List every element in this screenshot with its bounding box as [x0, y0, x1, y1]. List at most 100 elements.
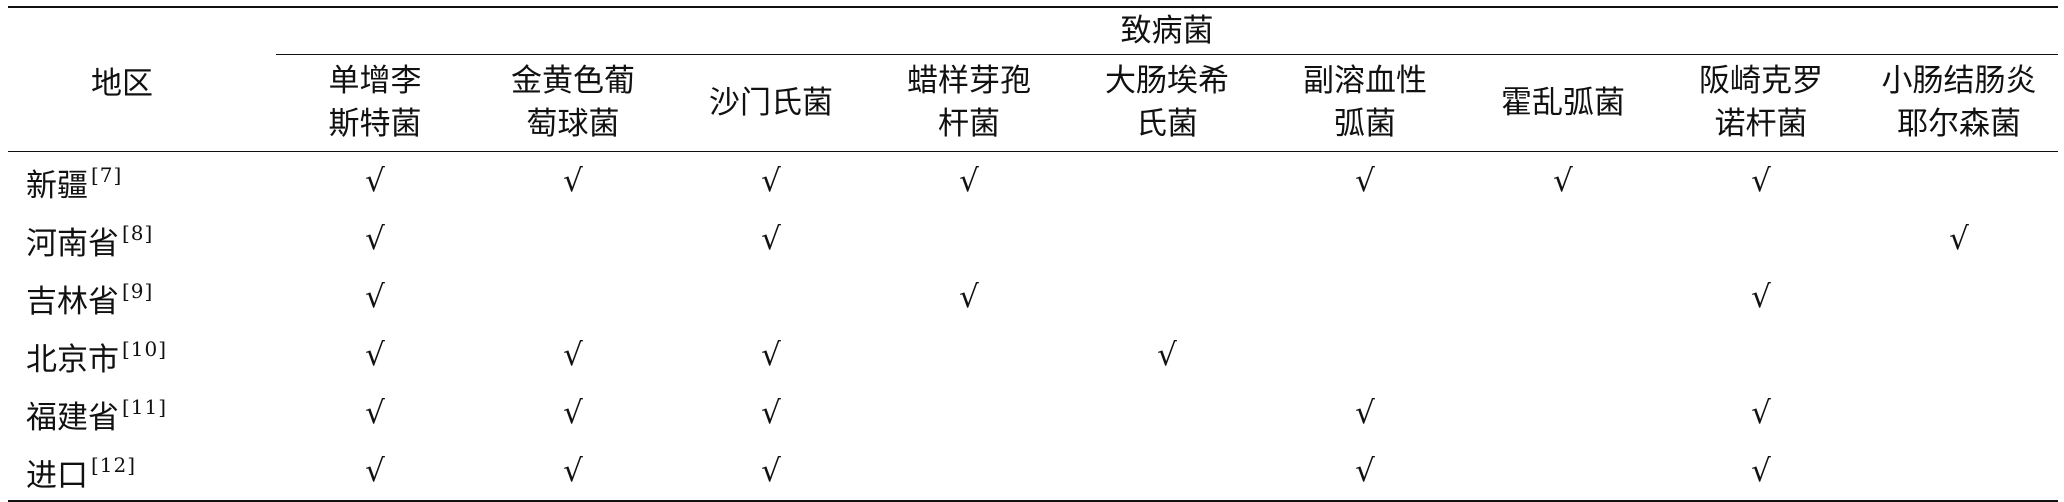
check-cell: [1464, 326, 1662, 384]
check-cell: √: [1860, 210, 2058, 268]
check-cell: [1860, 268, 2058, 326]
check-mark: √: [563, 394, 583, 431]
reference-superscript: [10]: [122, 337, 168, 361]
check-cell: [1860, 384, 2058, 442]
reference-superscript: [7]: [91, 163, 123, 187]
column-header-line: 阪崎克罗: [1699, 63, 1823, 99]
check-mark: √: [365, 394, 385, 431]
check-cell: [1068, 384, 1266, 442]
check-mark: √: [761, 394, 781, 431]
check-mark: √: [563, 162, 583, 199]
check-cell: √: [1662, 152, 1860, 211]
table-row: 北京市[10]√√√√: [8, 326, 2058, 384]
check-cell: √: [672, 384, 870, 442]
check-mark: √: [1751, 452, 1771, 489]
check-cell: [870, 442, 1068, 502]
check-cell: √: [672, 152, 870, 211]
column-header-line: 氏菌: [1136, 106, 1198, 142]
check-cell: [1860, 326, 2058, 384]
check-cell: [1266, 326, 1464, 384]
region-name: 河南省: [26, 226, 119, 262]
column-header-line: 杆菌: [938, 106, 1000, 142]
region-name: 进口: [26, 458, 88, 494]
check-cell: [1464, 384, 1662, 442]
column-header-line: 蜡样芽孢: [907, 63, 1031, 99]
check-cell: [1464, 442, 1662, 502]
check-cell: √: [1662, 384, 1860, 442]
check-cell: [1068, 442, 1266, 502]
region-name: 新疆: [26, 168, 88, 204]
check-cell: √: [672, 326, 870, 384]
header-row-columns: 单增李斯特菌金黄色葡萄球菌沙门氏菌蜡样芽孢杆菌大肠埃希氏菌副溶血性弧菌霍乱弧菌阪…: [8, 54, 2059, 152]
column-header-line: 弧菌: [1334, 106, 1396, 142]
column-header: 金黄色葡萄球菌: [474, 54, 672, 152]
check-mark: √: [761, 336, 781, 373]
region-cell: 吉林省[9]: [8, 268, 276, 326]
check-cell: √: [276, 268, 474, 326]
check-mark: √: [365, 162, 385, 199]
check-cell: √: [474, 152, 672, 211]
check-mark: √: [365, 278, 385, 315]
region-name: 福建省: [26, 400, 119, 436]
check-cell: √: [1662, 268, 1860, 326]
check-cell: [1662, 326, 1860, 384]
column-header-line: 大肠埃希: [1105, 63, 1229, 99]
check-mark: √: [959, 162, 979, 199]
column-header: 副溶血性弧菌: [1266, 54, 1464, 152]
pathogen-table-figure: 地区 致病菌 单增李斯特菌金黄色葡萄球菌沙门氏菌蜡样芽孢杆菌大肠埃希氏菌副溶血性…: [8, 6, 2059, 502]
column-header: 阪崎克罗诺杆菌: [1662, 54, 1860, 152]
header-row-group: 地区 致病菌: [8, 6, 2059, 152]
region-cell: 福建省[11]: [8, 384, 276, 442]
check-cell: [1068, 152, 1266, 211]
check-cell: √: [1266, 152, 1464, 211]
check-cell: √: [870, 268, 1068, 326]
region-name: 吉林省: [26, 284, 119, 320]
check-cell: √: [474, 326, 672, 384]
check-cell: √: [1266, 384, 1464, 442]
column-header-line: 金黄色葡: [511, 63, 635, 99]
column-header-line: 霍乱弧菌: [1501, 84, 1625, 121]
column-header-line: 斯特菌: [328, 106, 422, 142]
region-name: 北京市: [26, 342, 119, 378]
check-cell: √: [672, 442, 870, 502]
check-mark: √: [1751, 394, 1771, 431]
region-cell: 河南省[8]: [8, 210, 276, 268]
column-header-line: 副溶血性: [1303, 63, 1427, 99]
check-mark: √: [563, 336, 583, 373]
check-cell: [870, 384, 1068, 442]
table-row: 新疆[7] √ √ √ √ √ √ √: [8, 152, 2058, 211]
check-mark: √: [1553, 162, 1573, 199]
check-mark: √: [365, 220, 385, 257]
check-cell: √: [1068, 326, 1266, 384]
check-cell: [1860, 152, 2058, 211]
region-header: 地区: [8, 6, 276, 152]
check-mark: √: [1751, 162, 1771, 199]
check-cell: √: [276, 326, 474, 384]
column-header-line: 耶尔森菌: [1897, 106, 2022, 142]
column-header-line: 诺杆菌: [1714, 106, 1808, 142]
check-cell: [1068, 210, 1266, 268]
check-cell: √: [1662, 442, 1860, 502]
reference-superscript: [11]: [122, 395, 168, 419]
check-mark: √: [959, 278, 979, 315]
check-cell: [1860, 442, 2059, 502]
check-cell: √: [1266, 442, 1464, 502]
check-cell: √: [276, 384, 474, 442]
check-mark: √: [761, 452, 781, 489]
column-header-line: 沙门氏菌: [709, 84, 833, 121]
check-mark: √: [1949, 220, 1969, 257]
check-mark: √: [563, 452, 583, 489]
check-cell: [672, 268, 870, 326]
check-cell: [1068, 268, 1266, 326]
check-cell: [870, 210, 1068, 268]
check-cell: √: [474, 384, 672, 442]
region-cell: 北京市[10]: [8, 326, 276, 384]
check-cell: [1464, 210, 1662, 268]
table-row: 进口[12]√√√√√: [8, 442, 2059, 502]
check-mark: √: [1355, 452, 1375, 489]
check-cell: [1266, 268, 1464, 326]
table-row: 吉林省[9] √ √ √: [8, 268, 2058, 326]
column-header: 大肠埃希氏菌: [1068, 54, 1266, 152]
check-cell: √: [474, 442, 672, 502]
region-cell: 进口[12]: [8, 442, 276, 502]
